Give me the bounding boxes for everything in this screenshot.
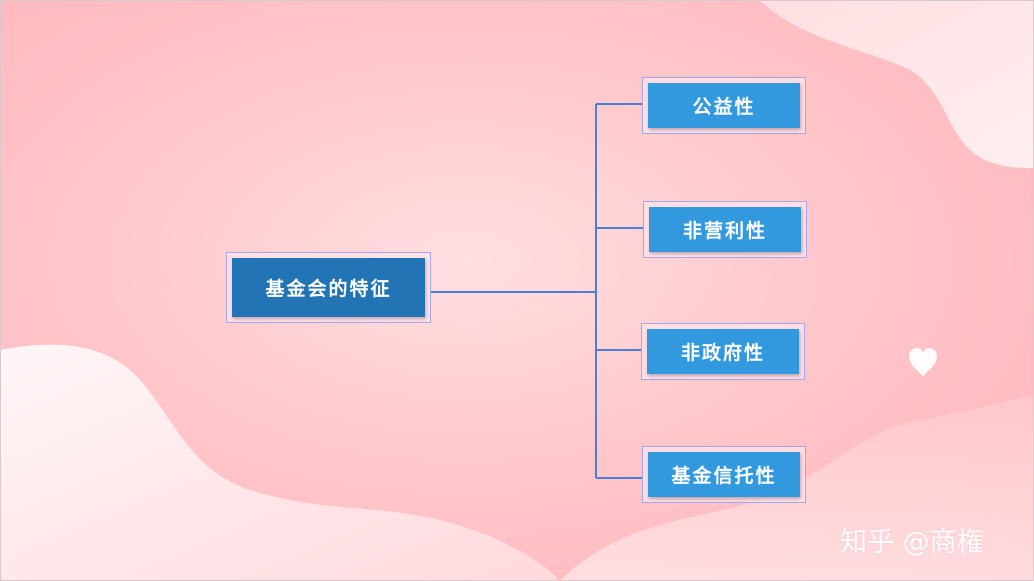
child-node-box: 非政府性 — [647, 329, 799, 374]
child-node-non-profit: 非营利性 — [643, 201, 807, 258]
watermark-text: 知乎 @商権 — [840, 527, 984, 558]
child-node-box: 非营利性 — [649, 207, 801, 252]
child-node-box: 公益性 — [648, 83, 800, 128]
child-node-public-welfare: 公益性 — [642, 77, 806, 134]
child-node-label: 非政府性 — [680, 342, 765, 364]
root-node-box: 基金会的特征 — [232, 258, 425, 317]
root-node: 基金会的特征 — [226, 252, 431, 323]
child-node-fund-trust: 基金信托性 — [642, 446, 806, 503]
heart-icon — [909, 348, 937, 376]
child-node-label: 基金信托性 — [671, 465, 777, 487]
root-node-label: 基金会的特征 — [265, 278, 392, 300]
child-node-label: 公益性 — [692, 96, 756, 118]
child-node-label: 非营利性 — [682, 220, 767, 242]
child-node-non-governmental: 非政府性 — [641, 323, 805, 380]
child-node-box: 基金信托性 — [648, 452, 800, 497]
